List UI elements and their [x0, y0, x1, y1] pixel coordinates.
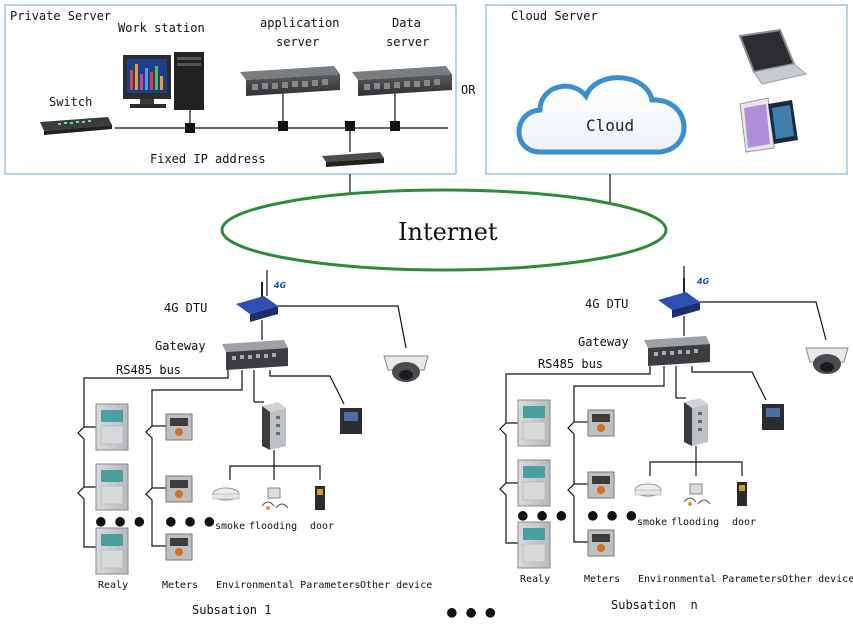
router-icon — [322, 152, 384, 167]
dome-camera-icon — [805, 347, 849, 374]
relay-bus-line — [77, 370, 229, 548]
dtu-4g-badge: 4G — [696, 277, 710, 286]
substation-name: Subsation 1 — [192, 603, 271, 617]
flooding-sensor-icon — [683, 483, 711, 506]
rs485-bus-label: RS485 bus — [116, 363, 181, 377]
door-label: door — [310, 521, 334, 532]
data-server-label-line1: Data — [392, 16, 421, 30]
gateway-label: Gateway — [578, 335, 629, 349]
flooding-label: flooding — [249, 521, 297, 532]
relay-device-icon — [95, 403, 129, 451]
rs485-bus-label: RS485 bus — [538, 357, 603, 371]
internet-ring: Internet — [220, 188, 668, 272]
relay-bus-line — [499, 366, 651, 544]
relay-device-icon — [517, 399, 551, 447]
tablet-icon — [739, 97, 798, 153]
more-substations-dots: ● ● ● — [447, 602, 496, 621]
relay-device-icon — [517, 521, 551, 569]
relay-device-icon — [95, 463, 129, 511]
gateway-device-icon — [644, 336, 710, 366]
relay-device-icon — [517, 459, 551, 507]
app-server-label-line1: application — [260, 16, 339, 30]
environment-collector-icon — [262, 402, 286, 450]
relay-device-icon — [95, 527, 129, 575]
cloud-server-title: Cloud Server — [511, 9, 598, 23]
other-device-label: Other device — [360, 580, 432, 591]
door-label: door — [732, 517, 756, 528]
application-server-icon — [240, 66, 340, 96]
dtu-label: 4G DTU — [585, 297, 628, 311]
meter-more-dots: ● ● ● — [166, 511, 215, 530]
dome-camera-icon — [383, 355, 429, 382]
fixed-ip-label: Fixed IP address — [150, 152, 266, 166]
meter-device-icon — [587, 409, 615, 437]
laptop-icon — [738, 28, 808, 85]
other-device-icon — [762, 404, 784, 430]
data-server-label-line2: server — [386, 35, 429, 49]
workstation-port-node — [185, 123, 195, 133]
app-server-port-node — [278, 121, 288, 131]
gateway-label: Gateway — [155, 339, 206, 353]
environmental-parameters-label: Environmental Parameters — [638, 574, 783, 585]
dtu-label: 4G DTU — [164, 301, 207, 315]
dtu-device-icon — [658, 278, 700, 318]
smoke-detector-icon — [212, 487, 240, 501]
environmental-parameters-label: Environmental Parameters — [216, 580, 361, 591]
other-device-icon — [340, 408, 362, 434]
workstation-icon — [123, 52, 204, 110]
switch-icon — [40, 117, 112, 135]
workstation-label: Work station — [118, 21, 205, 35]
meter-device-icon — [587, 471, 615, 499]
door-sensor-icon — [315, 486, 325, 510]
app-server-label-line2: server — [276, 35, 319, 49]
relay-more-dots: ● ● ● — [96, 511, 145, 530]
meters-label: Meters — [584, 574, 620, 585]
relay-more-dots: ● ● ● — [518, 505, 567, 524]
cloud-icon: Cloud — [516, 75, 687, 155]
data-server-port-node — [390, 121, 400, 131]
or-label: OR — [461, 83, 476, 97]
flooding-sensor-icon — [261, 487, 289, 510]
environment-collector-icon — [684, 398, 708, 446]
gateway-device-icon — [222, 340, 288, 370]
smoke-label: smoke — [637, 517, 667, 528]
dtu-4g-badge: 4G — [273, 281, 287, 290]
meters-label: Meters — [162, 580, 198, 591]
meter-more-dots: ● ● ● — [588, 505, 637, 524]
relay-label: Realy — [520, 574, 550, 585]
meter-device-icon — [587, 529, 615, 557]
cloud-label: Cloud — [586, 116, 634, 135]
meter-device-icon — [165, 475, 193, 503]
meter-device-icon — [165, 533, 193, 561]
substation-n: 4G DTU 4G Gateway RS485 bus — [499, 277, 853, 612]
private-server-panel: Private Server Work station application … — [4, 4, 457, 175]
data-server-icon — [352, 66, 452, 96]
switch-label: Switch — [49, 95, 92, 109]
relay-label: Realy — [98, 580, 128, 591]
meter-device-icon — [165, 413, 193, 441]
substation-name: Subsation n — [611, 598, 698, 612]
private-server-title: Private Server — [10, 9, 111, 23]
smoke-detector-icon — [634, 483, 662, 497]
other-device-label: Other device — [782, 574, 853, 585]
meter-bus-line — [145, 370, 243, 547]
dtu-device-icon — [236, 282, 278, 322]
substation-1: 4G DTU 4G Gateway RS485 bus — [77, 281, 432, 617]
smoke-label: smoke — [215, 521, 245, 532]
meter-bus-line — [567, 366, 665, 543]
cloud-server-panel: Cloud Server Cloud — [485, 4, 848, 175]
internet-label: Internet — [398, 218, 498, 246]
door-sensor-icon — [737, 482, 747, 506]
flooding-label: flooding — [671, 517, 719, 528]
router-port-node — [345, 121, 355, 131]
